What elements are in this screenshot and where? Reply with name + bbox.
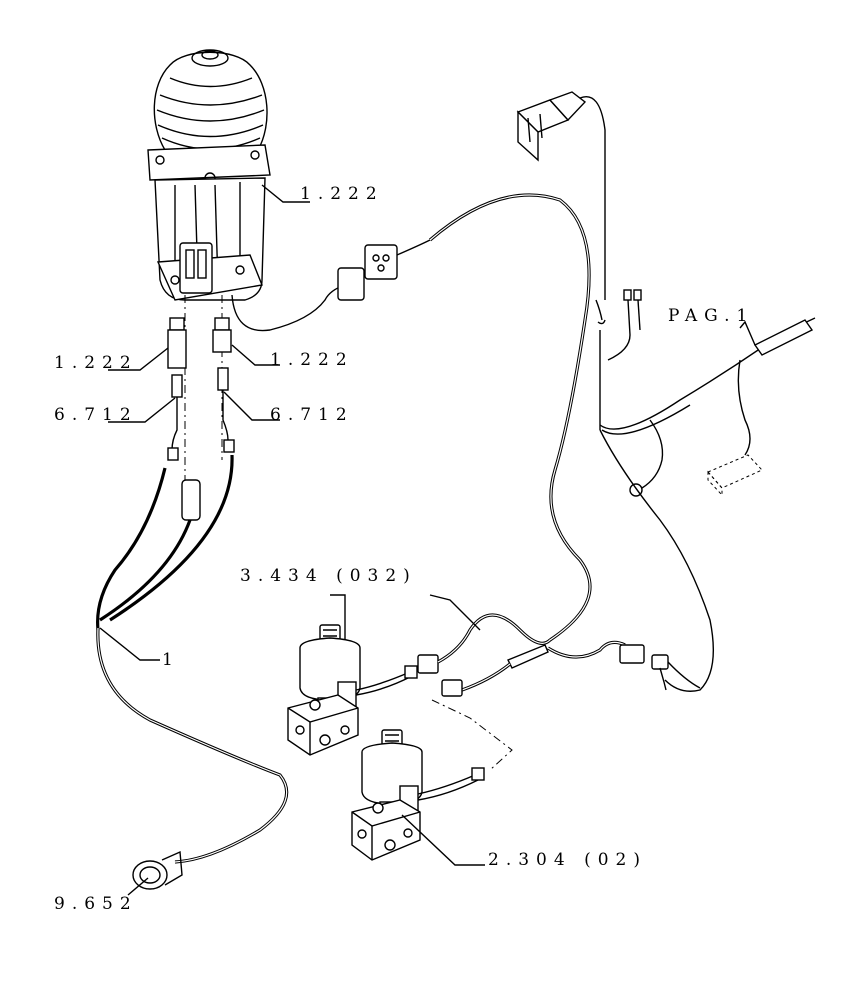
inline-connectors <box>619 644 701 691</box>
callout-left-adapter: 1.222 <box>54 353 138 373</box>
harness-junction <box>461 640 626 692</box>
callout-harness-main: 1 <box>162 650 180 670</box>
upper-solenoid-valve <box>287 624 418 756</box>
dashed-connector <box>707 454 763 497</box>
main-harness <box>96 454 289 890</box>
adapter-right <box>212 317 232 353</box>
callout-round-connector: 9.652 <box>54 894 138 914</box>
upper-valve-connector <box>417 613 552 674</box>
callout-lower-valve: 2.304 (02) <box>488 850 647 870</box>
lower-valve-connector-plug <box>441 679 463 697</box>
callout-right-adapter: 1.222 <box>270 350 354 370</box>
callout-right-sensor: 6.712 <box>270 405 354 425</box>
callout-left-sensor: 6.712 <box>54 405 138 425</box>
callout-joystick-body: 1.222 <box>300 184 384 204</box>
leader-lines <box>99 184 756 896</box>
lower-solenoid-valve <box>351 729 485 861</box>
right-harness <box>599 317 816 692</box>
callout-page-ref: PAG.1 <box>668 306 755 326</box>
multi-pin-connector <box>516 91 606 430</box>
sensor-left <box>167 374 183 461</box>
round-connector <box>132 850 183 890</box>
branch-plugs <box>607 289 642 361</box>
adapter-left <box>167 317 187 369</box>
joystick-assembly <box>147 49 271 301</box>
connector-pair-top <box>337 239 431 301</box>
callout-upper-valve: 3.434 (032) <box>240 566 417 586</box>
sensor-right <box>217 367 235 453</box>
